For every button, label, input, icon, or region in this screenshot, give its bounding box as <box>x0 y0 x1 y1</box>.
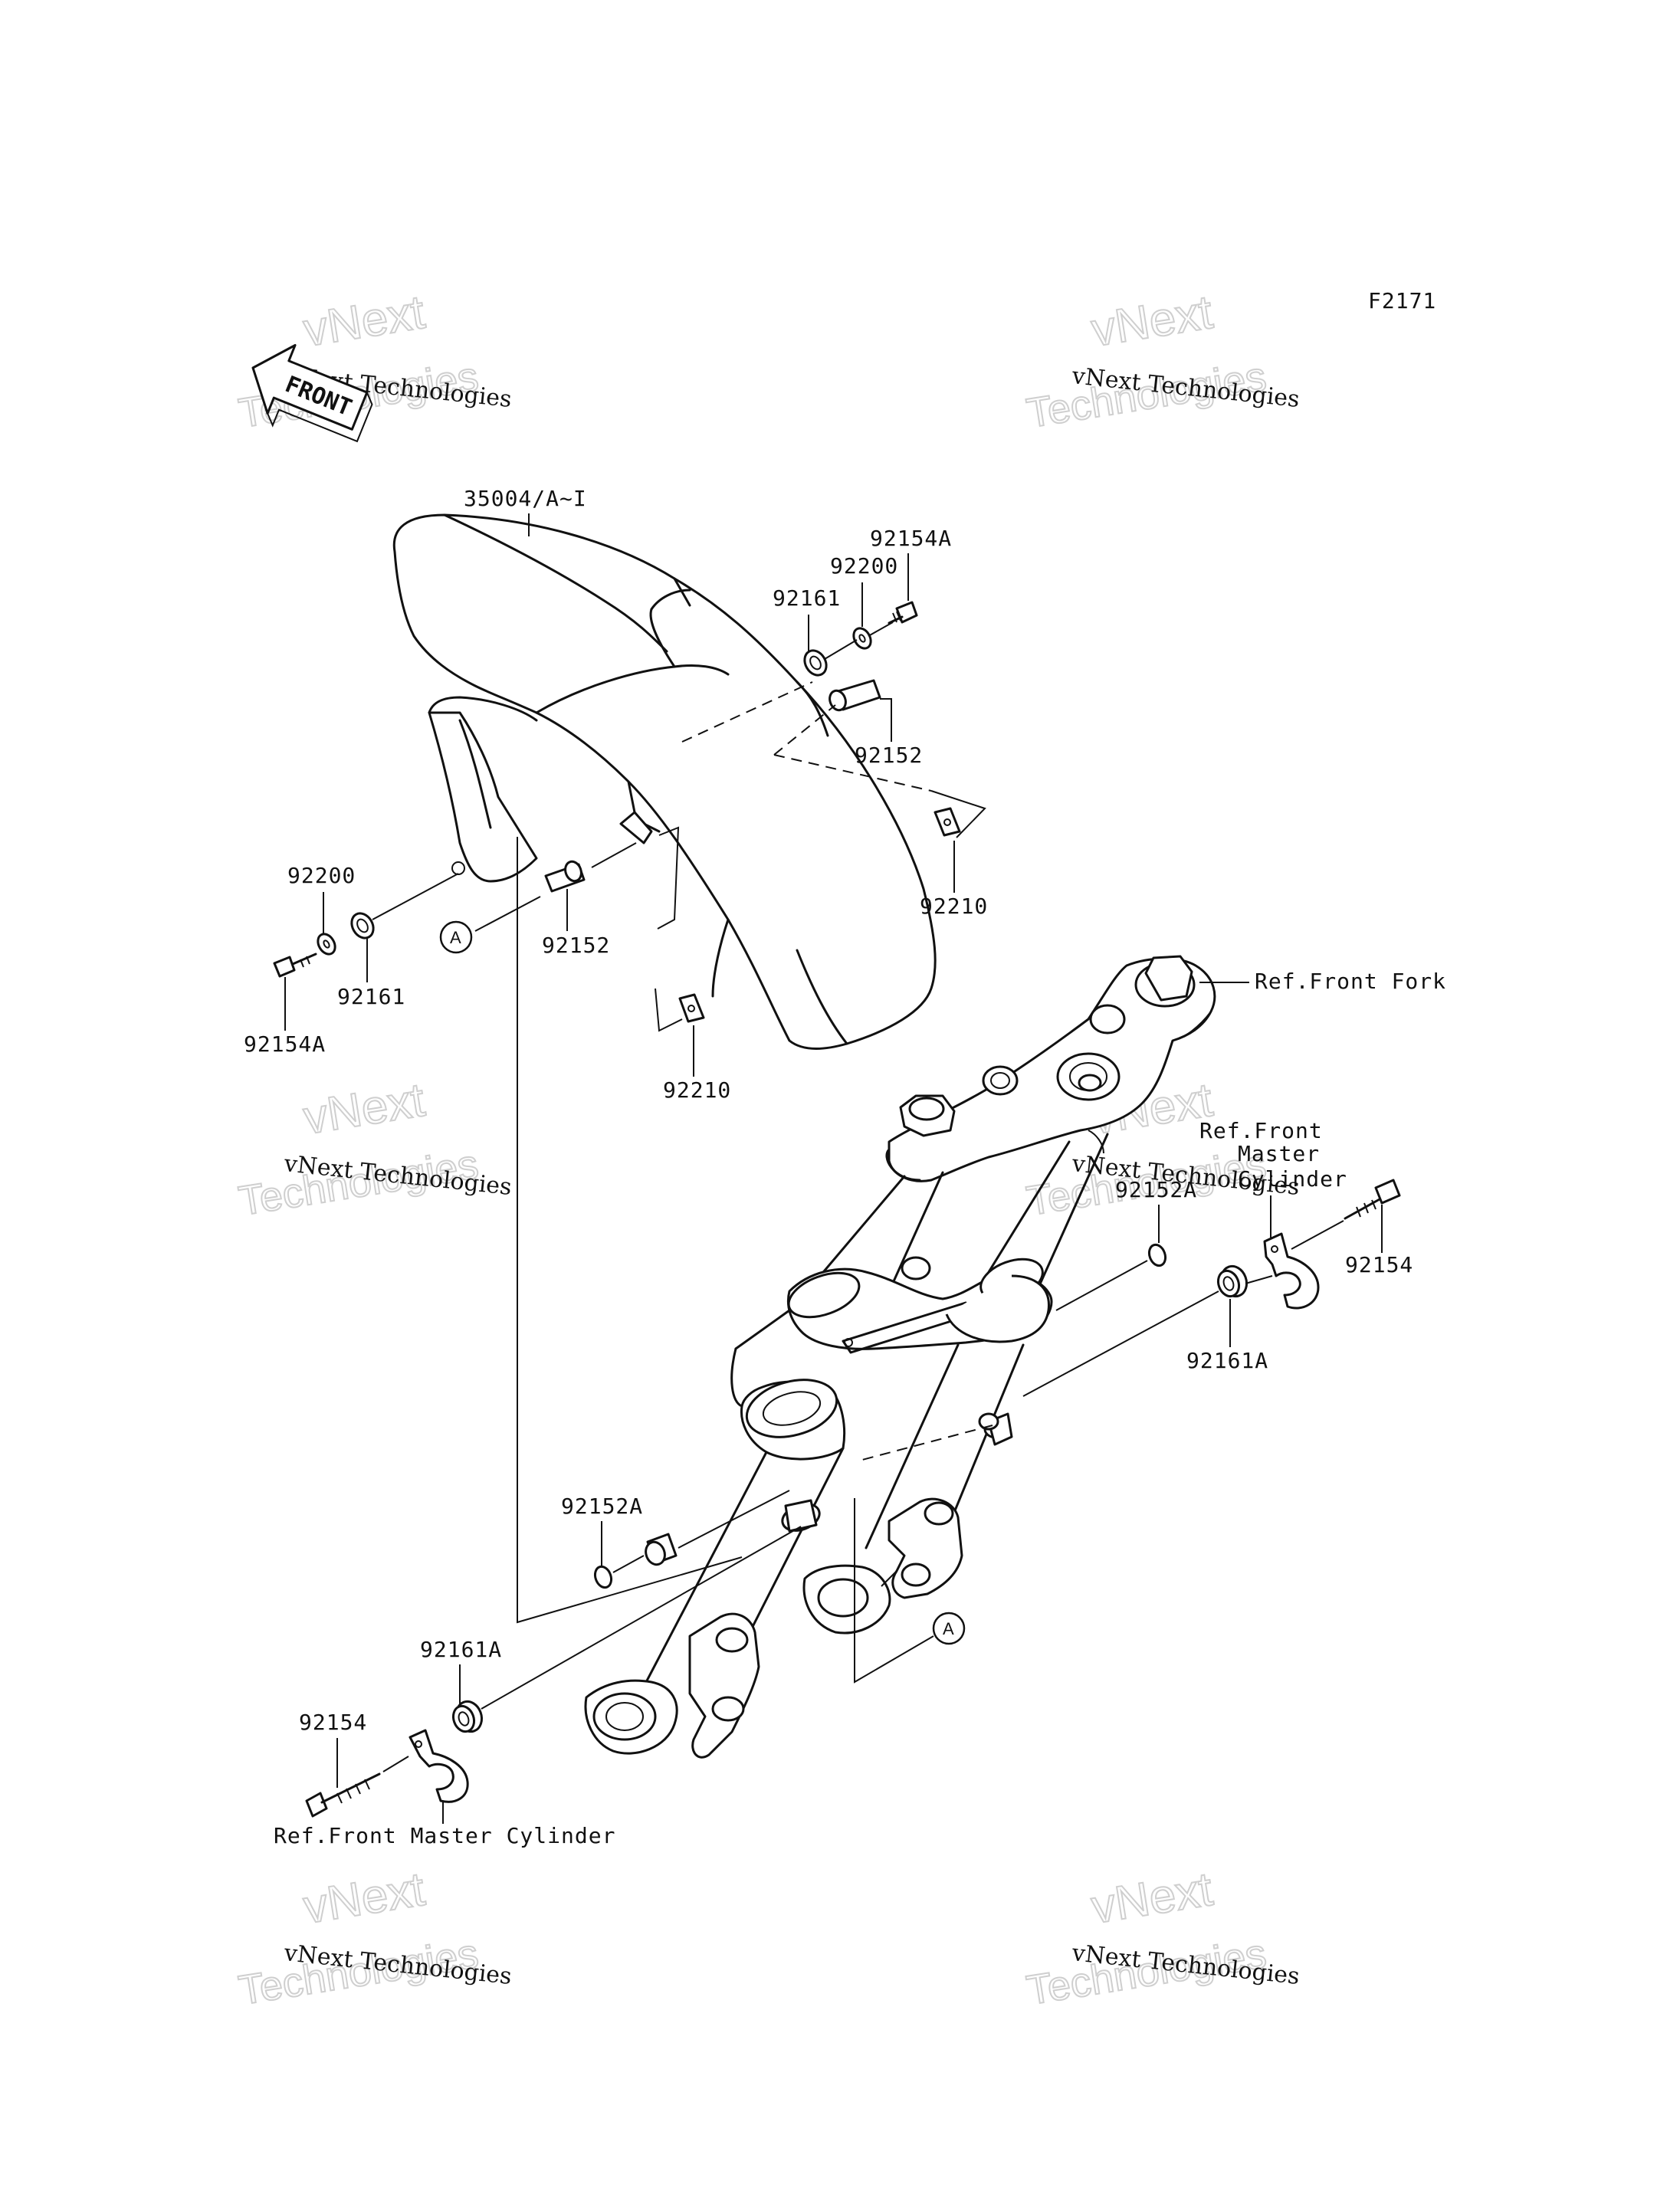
label-92154A-left: 92154A <box>244 1031 326 1057</box>
bolt-right-92154 <box>1344 1179 1401 1220</box>
label-ref-front-fork: Ref.Front Fork <box>1255 969 1446 994</box>
label-92152A-lower-left: 92152A <box>561 1494 643 1519</box>
label-ref-mc-right-3: Cylinder <box>1238 1166 1347 1192</box>
svg-text:vNext: vNext <box>300 1074 428 1145</box>
collar-lower-left-92152A <box>593 1565 613 1589</box>
label-92152A-right: 92152A <box>1115 1177 1197 1202</box>
svg-text:vNext: vNext <box>1088 1863 1216 1934</box>
clamp-lower-left <box>409 1729 469 1803</box>
label-92210-bottom: 92210 <box>663 1077 731 1103</box>
watermark-bottom-right: vNext Technologies vNext Technologies <box>1022 1862 1301 2015</box>
washer-left-92200 <box>317 933 336 956</box>
nut-bottom-92210 <box>678 993 705 1023</box>
grommet-lower-left-92161A <box>451 1700 484 1733</box>
label-ref-mc-right-2: Master <box>1238 1141 1320 1166</box>
ref-circle-a-2: A <box>932 1612 966 1645</box>
label-92161-top: 92161 <box>773 585 841 611</box>
svg-text:vNext: vNext <box>300 286 428 357</box>
bolt-lower-left-92154 <box>305 1772 381 1818</box>
bolt-top-92154A <box>888 601 918 625</box>
grommet-right-92161A <box>1216 1264 1249 1298</box>
label-92154-lower-left: 92154 <box>299 1710 367 1735</box>
label-92161A-right: 92161A <box>1186 1348 1268 1373</box>
grommet-top-92161 <box>803 649 828 677</box>
watermark-bottom-left: vNext Technologies vNext Technologies <box>235 1862 513 2015</box>
collar-right-92152A <box>1147 1243 1167 1267</box>
label-ref-mc-right-1: Ref.Front <box>1199 1118 1323 1143</box>
collar-top-92152 <box>829 679 881 712</box>
front-arrow-icon <box>251 343 369 431</box>
spacer-lower-left <box>645 1533 678 1566</box>
grommet-left-92161 <box>350 912 375 939</box>
nut-right-92210 <box>934 807 961 837</box>
collar-left-92152 <box>544 860 586 893</box>
label-92152-left: 92152 <box>542 933 610 958</box>
bolt-left-92154A <box>273 953 317 978</box>
label-92210-right: 92210 <box>920 894 988 919</box>
label-ref-mc-bottom: Ref.Front Master Cylinder <box>274 1823 615 1848</box>
watermark-top-right: vNext Technologies vNext Technologies <box>1022 285 1301 438</box>
svg-text:A: A <box>450 928 461 947</box>
svg-text:vNext: vNext <box>1088 286 1216 357</box>
label-92161-left: 92161 <box>337 984 405 1009</box>
clamp-right <box>1263 1232 1320 1310</box>
label-92154A-top: 92154A <box>870 526 952 551</box>
svg-text:A: A <box>943 1619 954 1638</box>
washer-top-92200 <box>852 627 872 650</box>
label-92200-top: 92200 <box>830 553 898 579</box>
front-fork-assembly <box>584 955 1216 1759</box>
label-92161A-lower-left: 92161A <box>420 1637 502 1662</box>
fender-mount-tab <box>619 811 653 844</box>
label-92200-left: 92200 <box>287 863 356 888</box>
figure-code: F2171 <box>1368 288 1436 313</box>
label-35004: 35004/A~I <box>464 486 587 511</box>
ref-circle-a-1: A <box>439 920 473 954</box>
label-92152-top: 92152 <box>855 743 923 768</box>
watermark-mid-left: vNext Technologies vNext Technologies <box>235 1073 513 1225</box>
svg-text:vNext: vNext <box>300 1863 428 1934</box>
front-fender <box>392 513 937 1050</box>
label-92154-right: 92154 <box>1345 1252 1413 1277</box>
front-arrow-shadow <box>267 392 373 443</box>
